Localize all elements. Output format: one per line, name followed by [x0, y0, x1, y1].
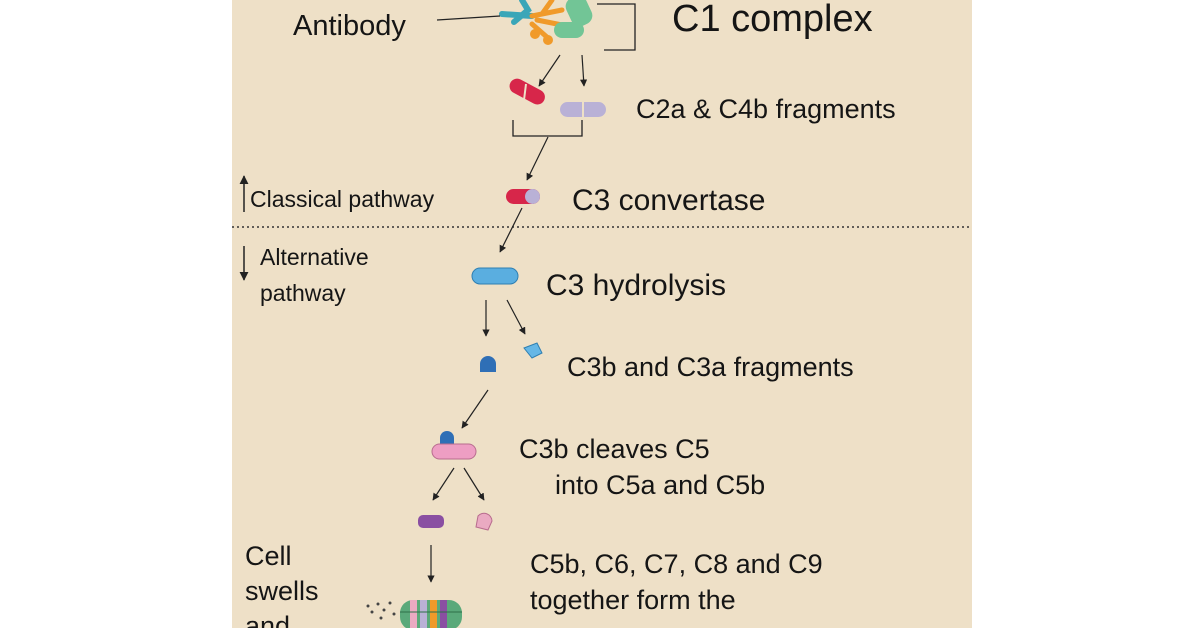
c3b-c5-complex-icon — [431, 431, 477, 460]
c5a-fragment-icon — [475, 512, 493, 531]
c3-convertase-label: C3 convertase — [572, 184, 766, 217]
arrow-to-c5a — [463, 467, 485, 501]
c3b-c3a-label: C3b and C3a fragments — [567, 352, 854, 382]
c1-complex-label: C1 complex — [672, 0, 873, 40]
cell-swells-line3: and — [245, 611, 291, 628]
antibody-pointer-line — [436, 15, 501, 21]
combine-bracket — [512, 120, 583, 137]
c4b-fragment-icon — [560, 102, 606, 117]
c3b-cleaves-line2: into C5a and C5b — [555, 470, 766, 500]
classical-pathway-label: Classical pathway — [250, 186, 435, 212]
mac-label-line2: together form the — [530, 585, 736, 615]
arrow-to-c3-hydrolysis — [499, 207, 523, 253]
mac-label-line1: C5b, C6, C7, C8 and C9 — [530, 549, 823, 579]
c3b-cleaves-line1: C3b cleaves C5 — [519, 434, 710, 464]
c3a-fragment-icon — [523, 342, 543, 359]
c1-bracket — [597, 3, 636, 51]
pathway-diagram: Antibody C1 complex C2a & C4b fragments … — [232, 0, 972, 628]
diagram-art — [232, 0, 972, 628]
efflux-dots — [366, 601, 396, 620]
c2a-c4b-label: C2a & C4b fragments — [636, 94, 896, 124]
cell-swells-line2: swells — [245, 576, 319, 606]
arrow-to-c3-convertase — [526, 136, 549, 181]
c1-complex-icon — [499, 0, 593, 45]
arrow-c1-to-c4b — [579, 54, 588, 87]
arrow-to-c5b — [432, 467, 455, 501]
cell-swells-line1: Cell — [245, 541, 292, 571]
c5b-fragment-icon — [418, 515, 444, 528]
arrow-c1-to-c2a — [538, 54, 561, 87]
c2a-fragment-icon — [509, 78, 545, 105]
arrow-to-c3a — [506, 299, 526, 335]
c3-icon — [471, 267, 519, 285]
mac-pore-icon — [400, 600, 462, 628]
c3-convertase-icon — [506, 189, 540, 204]
c3-hydrolysis-label: C3 hydrolysis — [546, 269, 727, 302]
antibody-label: Antibody — [293, 10, 406, 42]
alternative-label-line2: pathway — [260, 280, 346, 306]
alternative-label-line1: Alternative — [260, 244, 369, 270]
c3b-fragment-icon — [480, 356, 496, 372]
arrow-to-c5 — [461, 389, 489, 429]
